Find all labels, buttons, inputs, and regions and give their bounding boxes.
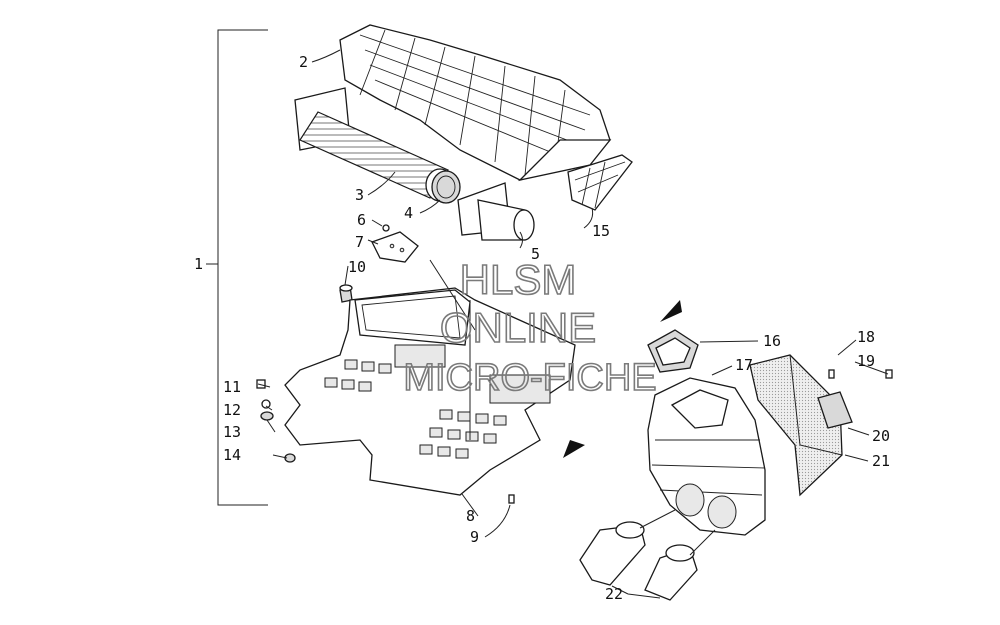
part-screw-9 [508,494,515,504]
tray-cutouts [324,344,551,459]
callout-14: 14 [223,446,241,464]
callout-12: 12 [223,401,241,419]
callout-7: 7 [355,233,364,251]
leader-lines [257,49,889,599]
assembly-bracket [206,29,268,506]
callout-2: 2 [299,53,308,71]
part-base-tray [284,259,576,496]
callout-labels: 1 2 3 4 5 6 7 8 9 10 15 11 12 13 14 16 1… [194,53,890,603]
part-intake-boot [457,182,535,241]
watermark-line-2: ONLINE [440,304,596,351]
watermark-line-1: HLSM [460,256,577,303]
part-airbox [647,377,766,536]
part-foam-filter [749,354,843,497]
part-grommet [339,284,353,303]
part-intake-housing [339,24,612,182]
part-screen [567,154,633,211]
callout-20: 20 [872,427,890,445]
callout-21: 21 [872,452,890,470]
callout-15: 15 [592,222,610,240]
callout-19: 19 [857,352,875,370]
callout-22: 22 [605,585,623,603]
callout-1: 1 [194,255,203,273]
part-intake-adapters [579,509,716,601]
watermark: HLSM ONLINE MICRO-FICHE [403,255,658,400]
arrow-indicator [660,300,682,322]
part-filter-cap [431,170,461,204]
callout-9: 9 [470,528,479,546]
hardware-18-20 [817,369,893,429]
callout-8: 8 [466,507,475,525]
part-filter-element [294,87,455,202]
callout-3: 3 [355,186,364,204]
callout-16: 16 [763,332,781,350]
callout-17: 17 [735,356,753,374]
part-bracket-plate [371,224,419,263]
callout-11: 11 [223,378,241,396]
watermark-line-3: MICRO-FICHE [403,357,656,399]
callout-5: 5 [531,245,540,263]
part-seal-ring [647,329,699,373]
callout-18: 18 [857,328,875,346]
callout-6: 6 [357,211,366,229]
callout-4: 4 [404,204,413,222]
callout-10: 10 [348,258,366,276]
callout-13: 13 [223,423,241,441]
arrow-indicator [563,440,585,458]
